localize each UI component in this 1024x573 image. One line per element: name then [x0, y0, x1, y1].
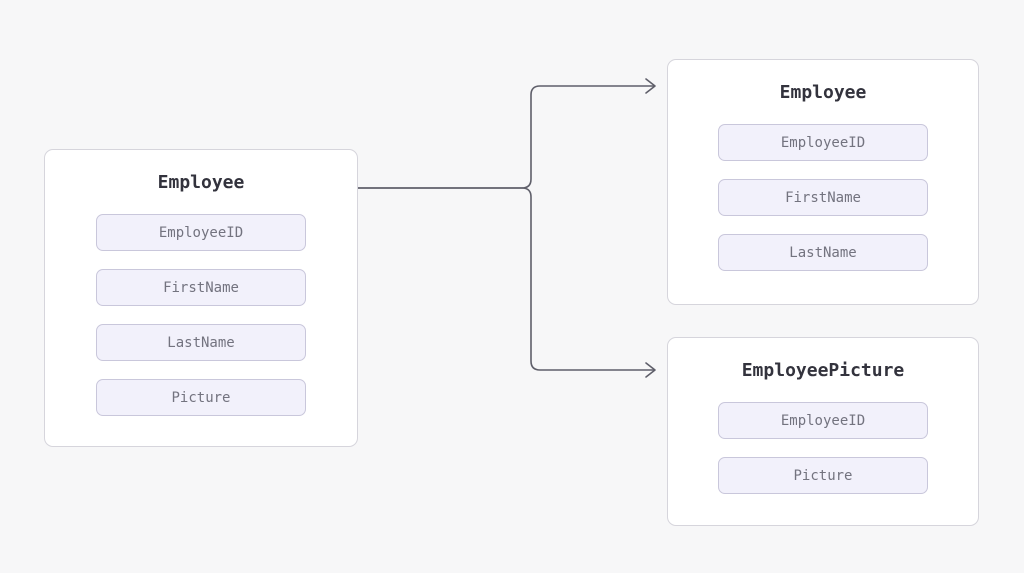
- arrowhead-top-icon: [645, 78, 656, 94]
- table-field-employeeid: EmployeeID: [718, 402, 928, 439]
- table-card-employee: Employee EmployeeID FirstName LastName: [667, 59, 979, 305]
- table-field-employeeid: EmployeeID: [96, 214, 306, 251]
- table-title: Employee: [157, 172, 245, 193]
- table-card-employeepicture: EmployeePicture EmployeeID Picture: [667, 337, 979, 526]
- field-list: EmployeeID FirstName LastName: [668, 124, 978, 271]
- connector-path-bottom: [357, 187, 655, 371]
- connector-path-top: [357, 85, 655, 189]
- table-field-lastname: LastName: [96, 324, 306, 361]
- field-list: EmployeeID FirstName LastName Picture: [45, 214, 357, 416]
- table-card-employee-source: Employee EmployeeID FirstName LastName P…: [44, 149, 358, 447]
- table-field-firstname: FirstName: [718, 179, 928, 216]
- table-field-picture: Picture: [96, 379, 306, 416]
- table-title: Employee: [779, 82, 867, 103]
- table-field-employeeid: EmployeeID: [718, 124, 928, 161]
- arrowhead-bottom-icon: [645, 362, 656, 378]
- table-field-lastname: LastName: [718, 234, 928, 271]
- field-list: EmployeeID Picture: [668, 402, 978, 494]
- table-title: EmployeePicture: [741, 360, 905, 381]
- table-field-firstname: FirstName: [96, 269, 306, 306]
- table-field-picture: Picture: [718, 457, 928, 494]
